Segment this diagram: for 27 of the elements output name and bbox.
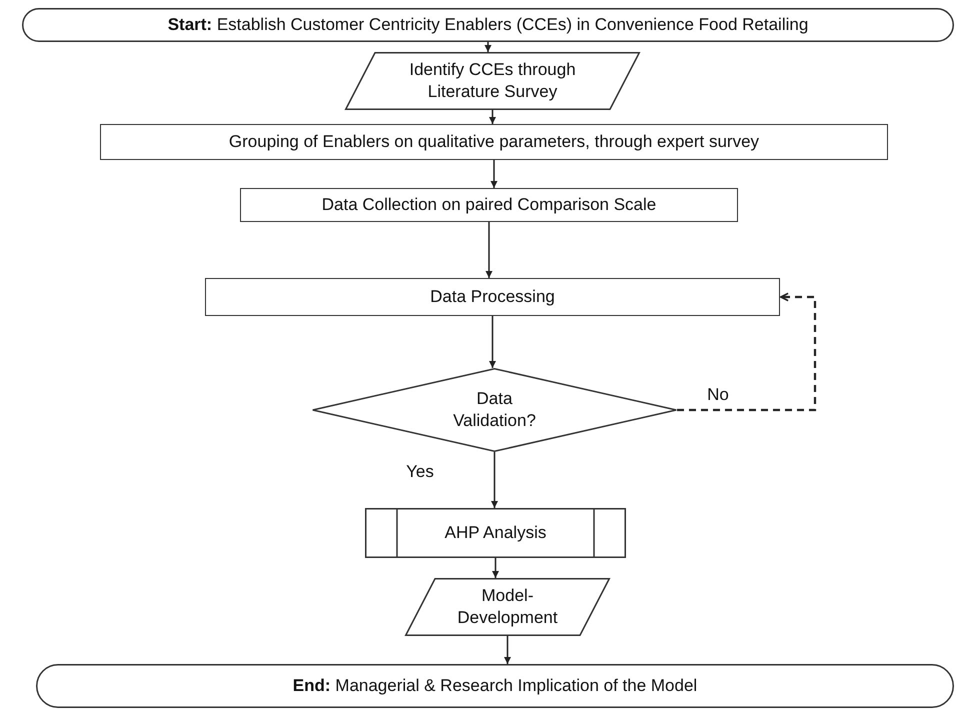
end-terminal: [36, 664, 954, 708]
predefined-process-box: [365, 508, 626, 558]
node-text: Data Collection on paired Comparison Scale: [322, 194, 656, 216]
arrow: [492, 558, 499, 578]
process-box: [100, 124, 888, 160]
arrow: [489, 110, 496, 124]
input-output-parallelogram: [345, 52, 640, 110]
node-text: Start: Establish Customer Centricity Enablers (CCEs) in Convenience Food Retailing: [168, 14, 808, 36]
node-text: Identify CCEs through Literature Survey: [408, 58, 577, 103]
arrow: [486, 222, 492, 278]
start-terminal: [22, 8, 954, 42]
input-output-parallelogram: [405, 578, 610, 636]
node-text: Grouping of Enablers on qualitative parameters, through expert survey: [228, 130, 760, 153]
arrow: [491, 452, 498, 508]
arrow: [489, 316, 496, 368]
process-box: [205, 278, 780, 316]
decision-diamond: [312, 368, 677, 452]
arrow: [504, 636, 511, 664]
node-text: Data Validation?: [452, 388, 537, 432]
node-text: End: Managerial & Research Implication of the Model: [292, 674, 698, 697]
process-box: [240, 188, 738, 222]
node-text: Data Processing: [430, 286, 555, 308]
arrow: [490, 160, 498, 188]
node-text: Model- Development: [456, 584, 559, 629]
dashed-arrow: [677, 292, 816, 412]
node-text: AHP Analysis: [444, 522, 546, 544]
arrow: [484, 42, 492, 52]
